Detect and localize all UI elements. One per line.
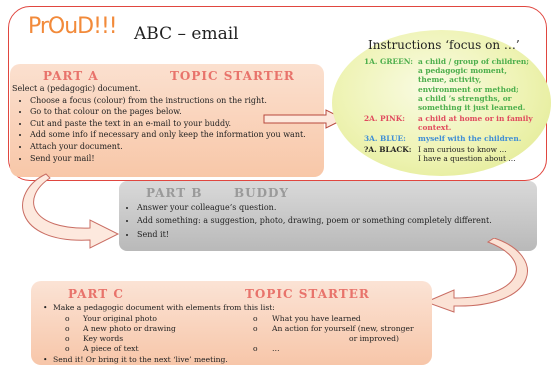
instructions-title: Instructions ‘focus on …’ xyxy=(368,38,520,52)
part-a-label: PART A xyxy=(43,69,99,83)
part-b-label: PART B xyxy=(146,186,203,200)
curved-arrow-icon xyxy=(424,238,528,313)
part-c-right-item: What you have learned xyxy=(272,314,361,323)
curved-arrow-icon xyxy=(22,173,120,249)
part-c-bullet: o xyxy=(253,344,258,353)
instr-green-text: a child / group of children; a pedagogic… xyxy=(418,57,530,113)
part-c-left-item: A piece of text xyxy=(83,344,139,353)
instructions-ellipse xyxy=(332,30,551,176)
part-c-right-item: or improved) xyxy=(349,334,399,343)
part-c-bullet: o xyxy=(65,344,70,353)
part-c-right-item: … xyxy=(272,344,280,353)
part-b-item: Add something: a suggestion, photo, draw… xyxy=(137,214,533,227)
part-a-intro: Select a (pedagogic) document. xyxy=(12,84,141,93)
part-c-left-item: A new photo or drawing xyxy=(83,324,176,333)
part-b-item: Send it! xyxy=(137,228,533,241)
part-c-bullet: o xyxy=(65,314,70,323)
instr-pink-text: a child at home or in family context. xyxy=(418,114,533,133)
instr-black-code: ?A. BLACK: xyxy=(364,145,412,154)
logo-text: PrOuD!!! xyxy=(28,14,118,39)
part-c-bullet: o xyxy=(253,314,258,323)
arrow-right-icon xyxy=(263,109,346,129)
part-c-topic: TOPIC STARTER xyxy=(245,287,370,301)
page-title: ABC – email xyxy=(134,24,239,44)
instr-blue-code: 3A. BLUE: xyxy=(364,134,406,143)
part-a-topic: TOPIC STARTER xyxy=(170,69,295,83)
part-a-item: Choose a focus (colour) from the instruc… xyxy=(30,95,322,107)
part-c-label: PART C xyxy=(68,287,124,301)
part-c-bullet: • xyxy=(43,355,48,364)
part-c-left-item: Key words xyxy=(83,334,124,343)
instr-blue-text: myself with the children. xyxy=(418,134,522,143)
instr-black-text: I am curious to know … I have a question… xyxy=(418,145,516,164)
part-a-content: Select a (pedagogic) document. Choose a … xyxy=(12,83,322,164)
part-a-item: Attach your document. xyxy=(30,141,322,153)
instr-pink-code: 2A. PINK: xyxy=(364,114,405,123)
part-b-content: Answer your colleague’s question. Add so… xyxy=(123,201,533,241)
instr-green-code: 1A. GREEN: xyxy=(364,57,413,66)
part-a-item: Go to that colour on the pages below. xyxy=(30,106,322,118)
part-b-topic: BUDDY xyxy=(234,186,289,200)
part-c-left-item: Your original photo xyxy=(83,314,157,323)
part-c-intro: Make a pedagogic document with elements … xyxy=(53,303,275,312)
part-a-item: Add some info if necessary and only keep… xyxy=(30,129,322,141)
part-c-box: PART C TOPIC STARTER • Make a pedagogic … xyxy=(31,281,432,365)
part-b-box: PART B BUDDY Answer your colleague’s que… xyxy=(119,181,537,251)
part-c-bullet: o xyxy=(253,324,258,333)
part-c-bullet: • xyxy=(43,303,48,312)
part-c-bullet: o xyxy=(65,334,70,343)
part-b-list: Answer your colleague’s question. Add so… xyxy=(123,201,533,241)
part-a-list: Choose a focus (colour) from the instruc… xyxy=(12,95,322,165)
part-c-bullet: o xyxy=(65,324,70,333)
part-a-item: Send your mail! xyxy=(30,153,322,165)
part-b-item: Answer your colleague’s question. xyxy=(137,201,533,214)
part-c-right-item: An action for yourself (new, stronger xyxy=(272,324,414,333)
proud-logo: PrOuD!!! xyxy=(28,14,118,39)
part-a-item: Cut and paste the text in an e-mail to y… xyxy=(30,118,322,130)
part-c-outro: Send it! Or bring it to the next ‘live’ … xyxy=(53,355,228,364)
